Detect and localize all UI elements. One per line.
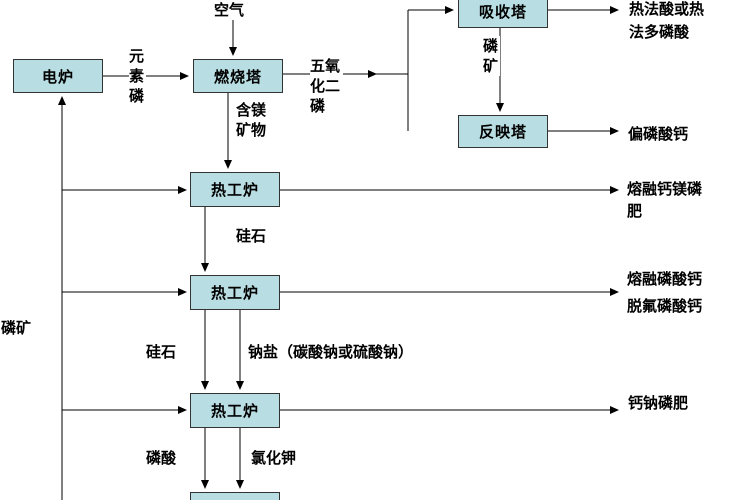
phosphate-ore-mid-label: 磷矿 [483,36,500,76]
fused-calcium-phosphate-output-label: 熔融磷酸钙 脱氟磷酸钙 [627,266,711,320]
thermal-furnace-2-node: 热工炉 [190,275,280,310]
potassium-chloride-label: 氯化钾 [251,448,297,468]
silica-label-2: 硅石 [146,342,177,362]
thermal-acid-output-label: 热法酸或热法多磷酸 [629,0,705,41]
phosphoric-acid-label: 磷酸 [146,448,177,468]
thermal-furnace-1-node: 热工炉 [190,172,280,207]
electric-furnace-node: 电炉 [13,59,103,93]
phosphorus-pentoxide-label: 五氧化二磷 [310,56,343,116]
phosphate-ore-left-label: 磷矿 [1,318,32,338]
silica-label-1: 硅石 [236,226,267,246]
fused-ca-mg-output-label: 熔融钙镁磷肥 [627,180,703,220]
defluorinated-calcium-phosphate-line: 脱氟磷酸钙 [627,297,703,315]
absorption-tower-node: 吸收塔 [458,0,548,28]
elemental-phosphorus-label: 元素磷 [129,46,146,106]
combustion-tower-node: 燃烧塔 [193,59,283,93]
magnesium-minerals-label: 含镁矿物 [236,100,269,140]
sodium-salt-label: 钠盐（碳酸钠或硫酸钠） [248,342,414,362]
thermal-furnace-3-node: 热工炉 [190,393,280,428]
bottom-node-partial [190,492,280,500]
reaction-tower-node: 反映塔 [458,115,548,148]
calcium-metaphosphate-output-label: 偏磷酸钙 [628,125,689,143]
fused-calcium-phosphate-line: 熔融磷酸钙 [627,270,703,288]
air-label: 空气 [214,0,245,20]
ca-na-output-label: 钙钠磷肥 [628,394,689,412]
